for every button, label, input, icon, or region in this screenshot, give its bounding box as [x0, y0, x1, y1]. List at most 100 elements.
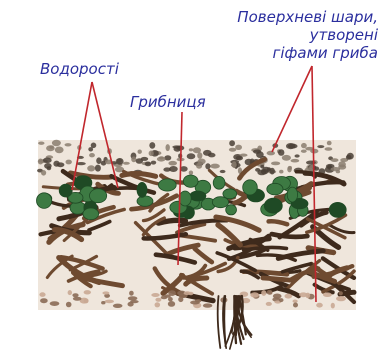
cortex-cell [66, 302, 72, 308]
surface-cell [301, 150, 307, 153]
surface-cell [295, 154, 300, 157]
algal-cell [179, 191, 191, 206]
cortex-cell [273, 294, 282, 299]
cortex-cell [261, 290, 266, 296]
algal-cell [137, 182, 147, 197]
surface-cell [232, 161, 237, 168]
cortex-cell [129, 291, 134, 296]
cortex-cell [250, 292, 259, 297]
cortex-cell [73, 297, 82, 301]
surface-cell [189, 148, 193, 151]
surface-label-line-1: Поверхневі шари, [237, 8, 378, 26]
cortex-cell [50, 301, 60, 306]
surface-cell [198, 159, 206, 165]
surface-cell [279, 170, 283, 174]
cortex-cell [113, 304, 123, 308]
surface-cell [131, 156, 136, 162]
surface-cell [149, 151, 154, 157]
algal-cell [83, 208, 99, 220]
surface-cell [172, 145, 181, 148]
cortex-cell [267, 290, 273, 295]
hypha-strand [158, 220, 185, 223]
cortex-cell [68, 290, 72, 295]
cortex-cell [72, 293, 78, 297]
algal-cell [287, 187, 297, 202]
surface-cell [145, 162, 152, 167]
surface-cell [123, 162, 130, 165]
hypha-strand [272, 234, 308, 237]
surface-cell [193, 147, 201, 153]
algal-cell [267, 183, 283, 195]
algal-cell [158, 179, 176, 191]
surface-cell [288, 144, 298, 149]
surface-cell [331, 167, 341, 171]
cortex-cell [40, 298, 48, 303]
surface-cell [235, 145, 242, 150]
cortex-cell [285, 294, 293, 299]
cortex-cell [84, 298, 89, 303]
cortex-cell [323, 292, 332, 297]
surface-cell [278, 149, 284, 156]
surface-cell [288, 166, 292, 170]
hyphae-label: Грибниця [130, 93, 206, 111]
surface-cell [55, 147, 64, 154]
cortex-cell [331, 303, 335, 309]
surface-cell [149, 142, 155, 149]
surface-cell [52, 140, 61, 146]
cortex-cell [101, 301, 105, 304]
surface-cell [168, 161, 177, 166]
hypha-strand [263, 278, 292, 280]
surface-cell [220, 170, 226, 173]
surface-cell [151, 161, 156, 165]
surface-cell [88, 147, 93, 151]
surface-cell [229, 148, 236, 152]
surface-cell [66, 160, 72, 165]
surface-cell [41, 170, 46, 176]
surface-cell [38, 142, 44, 145]
surface-label-line-3: гіфами гриба [237, 44, 378, 62]
cortex-cell [168, 301, 175, 307]
surface-cell [291, 159, 300, 163]
surface-cell [338, 161, 346, 167]
cortex-cell [105, 300, 114, 304]
cortex-cell [299, 292, 308, 297]
cortex-cell [151, 293, 159, 297]
surface-cell [270, 168, 275, 175]
surface-cell [47, 166, 52, 170]
rhizine-strand [224, 296, 225, 344]
surface-pointer-line-1 [272, 66, 312, 152]
cortex-cell [190, 301, 200, 305]
cortex-cell [84, 290, 91, 294]
cortex-cell [266, 302, 272, 306]
cortex-cell [155, 302, 161, 307]
surface-cell [325, 147, 333, 151]
algal-cell [183, 175, 198, 187]
cortex-cell [339, 291, 343, 295]
surface-cell [87, 165, 95, 171]
surface-cell [169, 166, 178, 172]
surface-cell [282, 155, 291, 161]
surface-cell [267, 151, 275, 156]
surface-cell [327, 141, 332, 146]
surface-cell [65, 143, 72, 146]
cortex-cell [293, 303, 298, 308]
cortex-cell [155, 298, 161, 302]
surface-cell [317, 145, 324, 148]
surface-cell [187, 153, 196, 159]
surface-cell [46, 145, 55, 151]
lichen-illustration [37, 140, 357, 349]
cortex-cell [336, 296, 346, 301]
surface-cell [301, 143, 307, 148]
surface-cell [96, 157, 101, 164]
algal-cell [264, 198, 282, 213]
surface-cell [240, 154, 248, 157]
surface-cell [271, 162, 280, 166]
cortex-cell [293, 300, 298, 303]
algal-cell [37, 193, 52, 209]
surface-cell [157, 157, 166, 162]
algal-cell [226, 205, 237, 215]
surface-cell [305, 147, 313, 151]
algal-cell [243, 180, 258, 195]
surface-cell [136, 158, 143, 164]
cortex-cell [184, 291, 191, 295]
